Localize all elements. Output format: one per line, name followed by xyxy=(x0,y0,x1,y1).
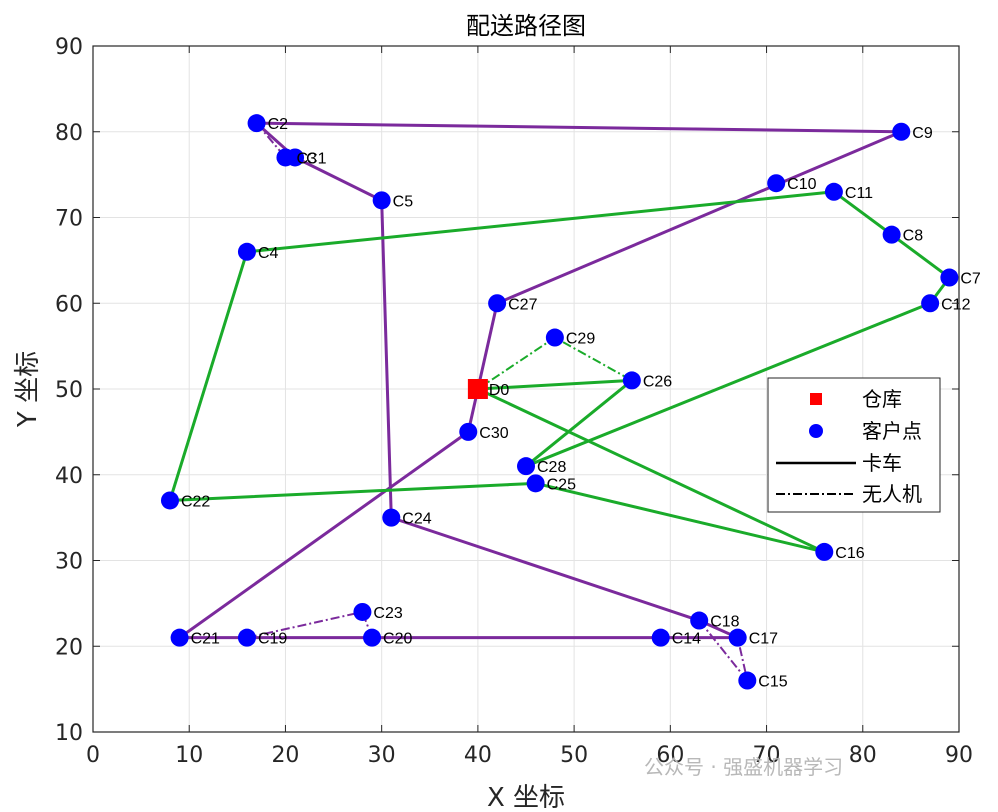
customer-marker xyxy=(815,542,834,561)
point-label: C10 xyxy=(787,176,816,193)
depot-marker xyxy=(467,379,488,399)
customer-marker xyxy=(892,122,911,141)
y-tick-label: 20 xyxy=(55,635,83,660)
legend: 仓库 客户点 卡车 无人机 xyxy=(767,377,941,513)
x-tick-label: 10 xyxy=(175,743,203,768)
legend-label-depot: 仓库 xyxy=(862,387,902,411)
point-label: C7 xyxy=(960,271,981,288)
x-tick-label: 20 xyxy=(271,743,299,768)
point-label: C18 xyxy=(710,614,739,631)
point-label: C11 xyxy=(845,185,873,202)
point-label: C28 xyxy=(537,459,566,476)
customer-marker xyxy=(488,294,507,313)
y-tick-label: 10 xyxy=(55,721,83,746)
point-label: C16 xyxy=(835,545,864,562)
customer-marker xyxy=(526,474,545,493)
legend-box xyxy=(767,377,941,513)
point-label: D0 xyxy=(489,382,510,399)
x-tick-label: 50 xyxy=(560,743,588,768)
customer-marker xyxy=(459,422,478,441)
customer-marker xyxy=(545,328,564,347)
customer-marker xyxy=(170,628,189,647)
y-tick-label: 90 xyxy=(55,35,83,60)
y-tick-label: 70 xyxy=(55,207,83,232)
customer-marker xyxy=(160,491,179,510)
point-label: C29 xyxy=(566,331,595,348)
legend-label-drone: 无人机 xyxy=(862,482,922,506)
point-label: C19 xyxy=(258,631,287,648)
point-label: C30 xyxy=(479,425,508,442)
legend-depot-marker xyxy=(810,393,822,405)
point-label: C25 xyxy=(547,476,576,493)
y-tick-label: 30 xyxy=(55,550,83,575)
x-tick-label: 90 xyxy=(945,743,973,768)
point-label: C26 xyxy=(643,373,672,390)
drone-trip-1 xyxy=(246,610,373,639)
point-label: C27 xyxy=(508,296,537,313)
customer-marker xyxy=(237,628,256,647)
x-tick-label: 80 xyxy=(849,743,877,768)
legend-customer-marker xyxy=(809,424,823,438)
y-tick-label: 40 xyxy=(55,464,83,489)
point-label: C23 xyxy=(373,605,402,622)
point-label: C20 xyxy=(383,631,412,648)
point-label: C21 xyxy=(191,631,220,648)
point-label: C4 xyxy=(258,245,279,262)
customer-marker xyxy=(651,628,670,647)
legend-label-truck: 卡车 xyxy=(862,451,902,475)
point-label: C2 xyxy=(268,116,289,133)
point-markers xyxy=(160,114,959,690)
x-axis-label: X 坐标 xyxy=(487,783,565,808)
customer-marker xyxy=(363,628,382,647)
customer-marker xyxy=(622,371,641,390)
customer-marker xyxy=(940,268,959,287)
x-tick-label: 40 xyxy=(464,743,492,768)
customer-marker xyxy=(738,671,757,690)
customer-marker xyxy=(728,628,747,647)
x-tick-label: 70 xyxy=(753,743,781,768)
customer-marker xyxy=(276,148,295,167)
point-label: C3 xyxy=(296,150,317,167)
customer-marker xyxy=(247,114,266,133)
y-tick-label: 50 xyxy=(55,378,83,403)
point-label: C12 xyxy=(941,296,970,313)
customer-marker xyxy=(353,602,372,621)
customer-marker xyxy=(237,242,256,261)
truck-route-2 xyxy=(168,190,951,554)
watermark-text: 公众号 · 强盛机器学习 xyxy=(644,755,843,779)
point-label: C1 xyxy=(306,150,327,167)
x-tick-label: 0 xyxy=(86,743,100,768)
point-label: C8 xyxy=(903,228,924,245)
chart-title: 配送路径图 xyxy=(466,12,586,40)
y-axis-label: Y 坐标 xyxy=(13,351,43,428)
point-label: C14 xyxy=(672,631,701,648)
point-label: C24 xyxy=(402,511,431,528)
customer-marker xyxy=(921,294,940,313)
customer-marker xyxy=(382,508,401,527)
customer-marker xyxy=(517,457,535,476)
customer-marker xyxy=(824,182,843,201)
customer-marker xyxy=(767,174,786,193)
customer-marker xyxy=(882,225,901,244)
legend-label-customer: 客户点 xyxy=(862,419,922,443)
x-tick-label: 60 xyxy=(656,743,684,768)
customer-marker xyxy=(372,191,391,210)
point-label: C5 xyxy=(393,193,414,210)
y-tick-label: 60 xyxy=(55,292,83,317)
point-label: C22 xyxy=(181,493,210,510)
point-label: C17 xyxy=(749,631,778,648)
y-tick-label: 80 xyxy=(55,121,83,146)
x-tick-label: 30 xyxy=(368,743,396,768)
customer-marker xyxy=(690,611,709,630)
point-label: C15 xyxy=(758,674,787,691)
point-label: C9 xyxy=(912,125,933,142)
